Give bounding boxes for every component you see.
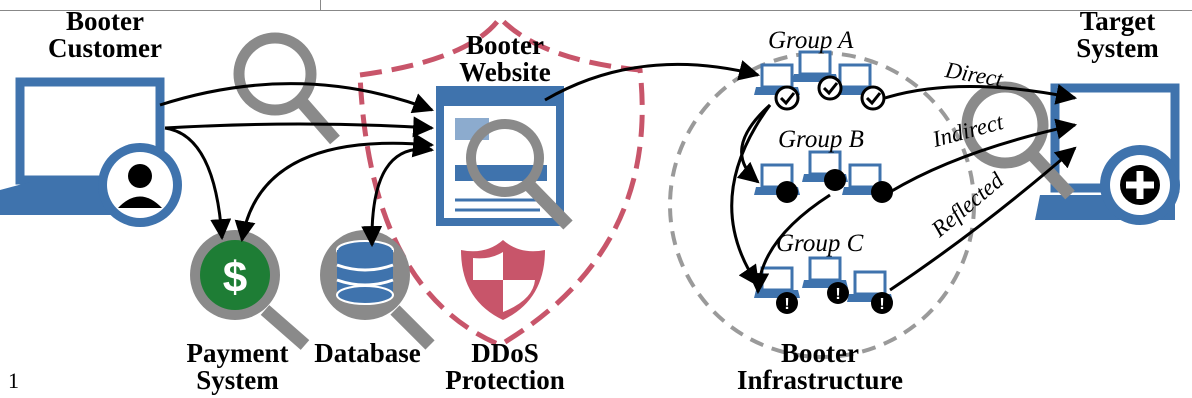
top-table-cell bbox=[0, 0, 321, 10]
booter-website-label: Booter Website bbox=[459, 30, 551, 87]
payment-system-label: Payment System bbox=[186, 338, 289, 395]
page-number: 1 bbox=[8, 368, 19, 393]
target-system-label: Target System bbox=[1076, 6, 1159, 63]
customer-laptop-icon bbox=[0, 77, 182, 227]
group-b-bots bbox=[752, 150, 893, 203]
svg-text:$: $ bbox=[223, 253, 247, 302]
top-table-rule bbox=[0, 0, 1192, 11]
group-a-bots bbox=[752, 50, 886, 111]
flow-arrows bbox=[159, 60, 1078, 295]
database-label: Database bbox=[314, 338, 421, 368]
booter-infrastructure-label: Booter Infrastructure bbox=[737, 338, 903, 395]
booter-customer-label: Booter Customer bbox=[48, 6, 162, 63]
shield-icon bbox=[461, 240, 545, 320]
database-icon bbox=[320, 230, 435, 350]
group-b-label: Group B bbox=[778, 126, 864, 153]
svg-text:!: ! bbox=[784, 296, 789, 313]
infrastructure-boundary bbox=[668, 51, 976, 359]
ddos-protection-label: DDoS Protection bbox=[445, 338, 565, 395]
ddos-shield-outline bbox=[357, 14, 645, 348]
svg-text:!: ! bbox=[835, 286, 840, 303]
dollar-coin-icon: $ bbox=[190, 230, 310, 350]
target-laptop-icon bbox=[1035, 83, 1180, 225]
magnifier-icon bbox=[466, 119, 573, 230]
group-c-label: Group C bbox=[776, 230, 864, 257]
group-a-label: Group A bbox=[768, 27, 854, 54]
group-c-bots: ! ! ! bbox=[752, 256, 895, 314]
svg-text:!: ! bbox=[879, 296, 884, 313]
